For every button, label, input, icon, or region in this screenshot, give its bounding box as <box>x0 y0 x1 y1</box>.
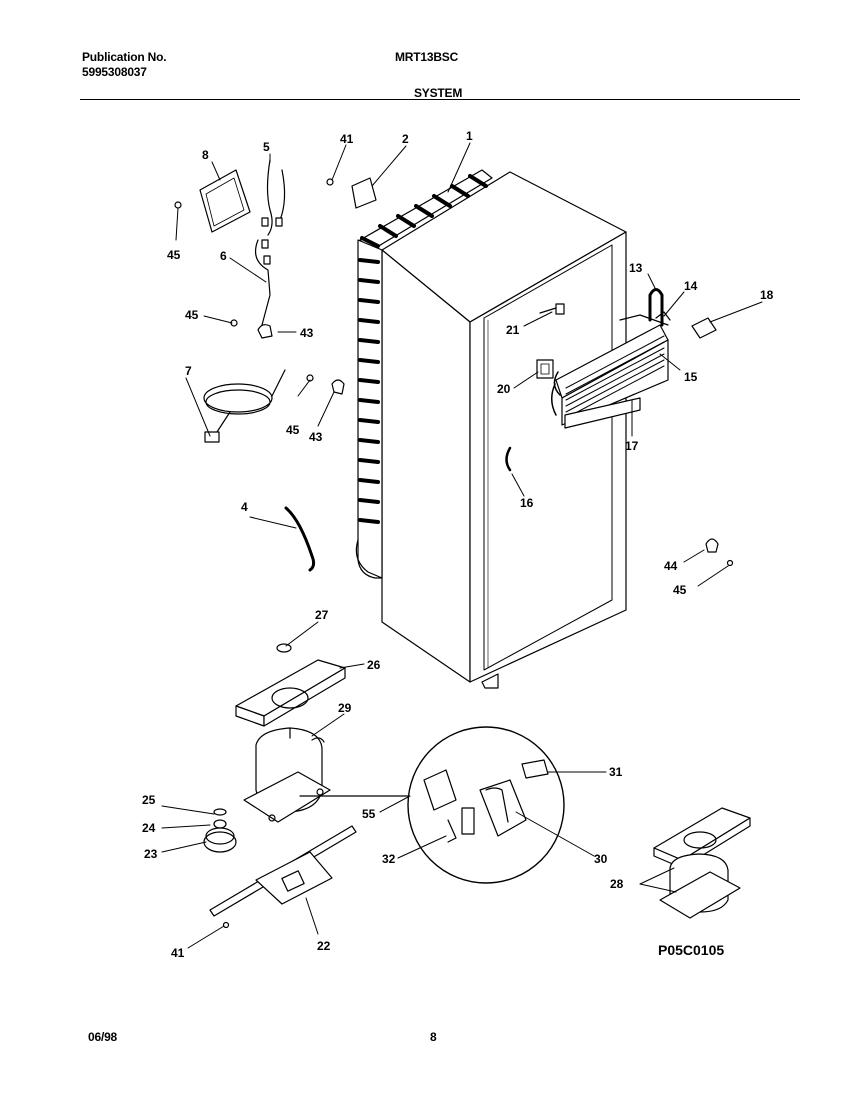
callout-17: 17 <box>625 439 639 453</box>
callout-27: 27 <box>315 608 329 622</box>
callout-41a: 41 <box>340 132 354 146</box>
part-27 <box>276 643 292 653</box>
callout-4: 4 <box>241 500 248 514</box>
part-7-power-cord <box>203 369 286 443</box>
part-18 <box>691 317 717 339</box>
part-43 <box>257 324 273 339</box>
callout-1: 1 <box>466 129 473 143</box>
part-8 <box>199 169 251 233</box>
section-title: SYSTEM <box>414 86 463 100</box>
callout-2: 2 <box>402 132 409 146</box>
part-4 <box>284 506 316 572</box>
callout-45d: 45 <box>673 583 687 597</box>
callout-26: 26 <box>367 658 381 672</box>
footer-date: 06/98 <box>88 1030 118 1044</box>
publication-label: Publication No. <box>82 50 167 64</box>
callout-21: 21 <box>506 323 520 337</box>
part-5-6-wiring <box>255 159 286 326</box>
callout-41b: 41 <box>171 946 185 960</box>
part-20 <box>536 359 554 379</box>
electrical-detail-circle <box>299 726 565 884</box>
diagram-code: P05C0105 <box>658 942 724 958</box>
callout-16: 16 <box>520 496 534 510</box>
callout-55: 55 <box>362 807 376 821</box>
footer-page-number: 8 <box>430 1030 437 1044</box>
callout-29: 29 <box>338 701 352 715</box>
callout-20: 20 <box>497 382 511 396</box>
refrigerator-cabinet <box>381 171 627 689</box>
model-number: MRT13BSC <box>395 50 459 64</box>
callout-14: 14 <box>684 279 698 293</box>
callout-13: 13 <box>629 261 643 275</box>
callout-15: 15 <box>684 370 698 384</box>
part-44 <box>705 538 719 553</box>
part-28-compressor <box>653 807 751 919</box>
part-21 <box>539 303 565 315</box>
callout-31: 31 <box>609 765 623 779</box>
callout-7: 7 <box>185 364 192 378</box>
callout-43b: 43 <box>309 430 323 444</box>
callout-30: 30 <box>594 852 608 866</box>
condenser-coil <box>355 169 493 579</box>
callout-45b: 45 <box>185 308 199 322</box>
part-29-compressor <box>243 727 331 823</box>
callout-28: 28 <box>610 877 624 891</box>
part-2 <box>351 177 377 209</box>
leader-lines <box>161 142 763 949</box>
callout-43a: 43 <box>300 326 314 340</box>
callout-6: 6 <box>220 249 227 263</box>
callout-22: 22 <box>317 939 331 953</box>
callout-45a: 45 <box>167 248 181 262</box>
callout-44: 44 <box>664 559 678 573</box>
header-rule <box>80 99 800 100</box>
evaporator-assembly <box>551 288 671 429</box>
callout-23: 23 <box>144 847 158 861</box>
callout-5: 5 <box>263 140 270 154</box>
callout-32: 32 <box>382 852 396 866</box>
part-22-bracket <box>209 825 357 917</box>
part-43b <box>331 379 345 395</box>
callout-18: 18 <box>760 288 774 302</box>
part-23-24-25-mount <box>203 808 237 853</box>
callout-25: 25 <box>142 793 156 807</box>
part-16 <box>505 446 512 472</box>
callout-8: 8 <box>202 148 209 162</box>
publication-number: 5995308037 <box>82 65 147 79</box>
part-26-drain-pan <box>235 659 346 727</box>
screws <box>174 178 734 929</box>
callout-24: 24 <box>142 821 156 835</box>
callout-45c: 45 <box>286 423 300 437</box>
